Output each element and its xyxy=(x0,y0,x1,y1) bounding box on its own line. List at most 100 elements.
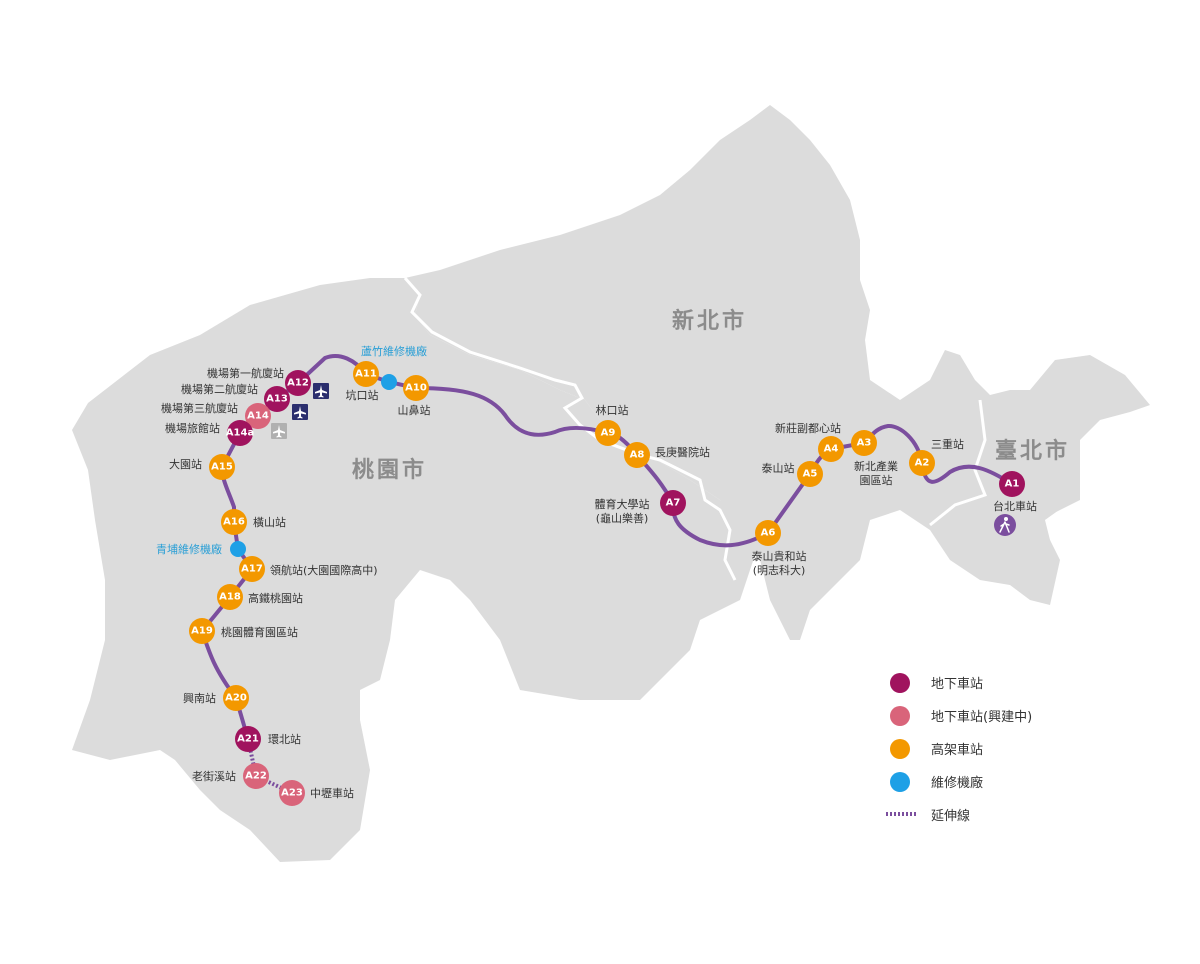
station-marker[interactable] xyxy=(279,780,305,806)
station-name: 領航站(大園國際高中) xyxy=(270,563,378,577)
station-a18[interactable]: A18 高鐵桃園站 xyxy=(217,584,303,610)
station-code: A4 xyxy=(824,444,839,455)
region-label-new-taipei: 新北市 xyxy=(672,308,747,334)
legend-item-extension: 延伸線 xyxy=(886,808,970,824)
station-a19[interactable]: A19 桃園體育園區站 xyxy=(189,618,298,644)
station-name: 體育大學站 xyxy=(595,497,650,511)
station-name: 高鐵桃園站 xyxy=(248,591,303,605)
station-marker[interactable] xyxy=(223,685,249,711)
new-taipei-taipei-border xyxy=(929,399,987,527)
station-marker[interactable] xyxy=(818,436,844,462)
station-code: A2 xyxy=(915,458,930,469)
station-code: A12 xyxy=(287,378,309,389)
station-marker[interactable] xyxy=(221,509,247,535)
station-a7[interactable]: A7 體育大學站(龜山樂善) xyxy=(595,490,687,525)
station-a17[interactable]: A17 領航站(大園國際高中) xyxy=(239,556,378,582)
station-name: 興南站 xyxy=(183,691,216,705)
station-marker[interactable] xyxy=(403,375,429,401)
station-a10[interactable]: A10 山鼻站 xyxy=(398,375,431,417)
region-label-taoyuan: 桃園市 xyxy=(352,457,427,483)
station-marker[interactable] xyxy=(189,618,215,644)
legend-swatch xyxy=(890,772,910,792)
station-name: 老街溪站 xyxy=(192,769,236,783)
legend-label: 維修機廠 xyxy=(931,775,983,791)
legend-label: 地下車站 xyxy=(931,677,983,692)
station-marker[interactable] xyxy=(660,490,686,516)
legend-item-underground_construction: 地下車站(興建中) xyxy=(890,706,1032,726)
station-code: A22 xyxy=(245,771,267,782)
depot-marker[interactable] xyxy=(381,374,397,390)
depot-name: 青埔維修機廠 xyxy=(156,542,222,556)
station-code: A14 xyxy=(247,411,269,422)
depot-qingpu[interactable]: 青埔維修機廠 xyxy=(156,541,246,557)
station-marker[interactable] xyxy=(217,584,243,610)
station-marker[interactable] xyxy=(595,420,621,446)
station-marker[interactable] xyxy=(755,520,781,546)
station-marker[interactable] xyxy=(851,430,877,456)
airplane-icon xyxy=(271,423,287,439)
station-code: A20 xyxy=(225,693,247,704)
station-code: A15 xyxy=(211,462,233,473)
station-code: A5 xyxy=(803,469,818,480)
station-name: 山鼻站 xyxy=(398,403,431,417)
station-marker[interactable] xyxy=(909,450,935,476)
station-code: A3 xyxy=(857,438,872,449)
station-marker[interactable] xyxy=(624,442,650,468)
station-marker[interactable] xyxy=(797,461,823,487)
station-marker[interactable] xyxy=(235,726,261,752)
station-marker[interactable] xyxy=(999,471,1025,497)
station-code: A17 xyxy=(241,564,263,575)
station-name: 機場旅館站 xyxy=(165,421,220,435)
station-name: 三重站 xyxy=(931,437,964,451)
station-marker[interactable] xyxy=(239,556,265,582)
station-name: 環北站 xyxy=(268,732,301,746)
region-label-taipei: 臺北市 xyxy=(995,438,1070,464)
station-code: A21 xyxy=(237,734,259,745)
station-code: A18 xyxy=(219,592,241,603)
station-marker[interactable] xyxy=(227,420,253,446)
station-name: 中壢車站 xyxy=(310,786,354,800)
station-code: A8 xyxy=(630,450,645,461)
station-a5[interactable]: A5 泰山站 xyxy=(762,461,824,487)
station-a20[interactable]: A20 興南站 xyxy=(183,685,249,711)
station-code: A16 xyxy=(223,517,245,528)
legend-swatch xyxy=(890,739,910,759)
station-marker[interactable] xyxy=(209,454,235,480)
station-marker[interactable] xyxy=(243,763,269,789)
station-marker[interactable] xyxy=(353,361,379,387)
airplane-icon xyxy=(292,404,308,420)
station-name: (龜山樂善) xyxy=(596,511,649,525)
depot-luzhu[interactable]: 蘆竹維修機廠 xyxy=(361,344,427,390)
station-name: 泰山站 xyxy=(762,461,795,475)
station-code: A19 xyxy=(191,626,213,637)
station-marker[interactable] xyxy=(264,386,290,412)
station-code: A10 xyxy=(405,383,427,394)
station-name: 桃園體育園區站 xyxy=(221,625,298,639)
station-name: 新莊副都心站 xyxy=(775,421,841,435)
station-marker[interactable] xyxy=(285,370,311,396)
legend-swatch xyxy=(890,673,910,693)
station-marker[interactable] xyxy=(245,403,271,429)
depot-marker[interactable] xyxy=(230,541,246,557)
station-code: A7 xyxy=(666,498,681,509)
station-a22[interactable]: A22 老街溪站 xyxy=(192,763,269,789)
station-a21[interactable]: A21 環北站 xyxy=(235,726,301,752)
station-a4[interactable]: A4 新莊副都心站 xyxy=(775,421,844,462)
legend-item-depot: 維修機廠 xyxy=(890,772,983,792)
